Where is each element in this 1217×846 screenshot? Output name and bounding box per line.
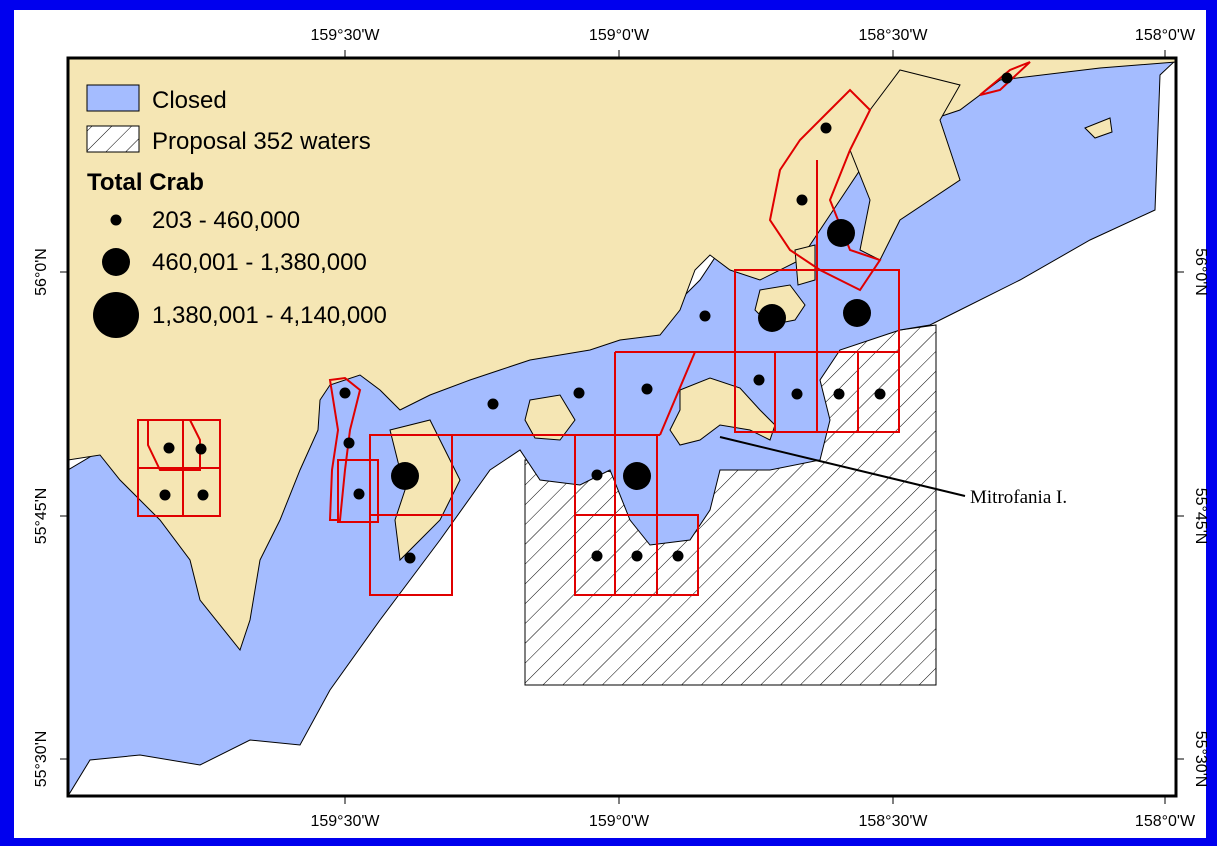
- bottom-tick-4: 158°0'W: [1135, 813, 1196, 830]
- legend-class-3-label: 1,380,001 - 4,140,000: [152, 302, 387, 329]
- land-island-west: [524, 394, 576, 441]
- crab-point-28: [672, 550, 684, 562]
- land-peninsula: [389, 419, 461, 562]
- crab-point-22: [159, 489, 171, 501]
- crab-point-19: [404, 552, 416, 564]
- legend-class-2-label: 460,001 - 1,380,000: [152, 249, 367, 276]
- crab-point-10: [833, 388, 845, 400]
- top-tick-3: 158°30'W: [858, 27, 928, 44]
- crab-point-6: [758, 304, 786, 332]
- crab-point-11: [874, 388, 886, 400]
- legend-class-1-label: 203 - 460,000: [152, 207, 300, 234]
- bottom-tick-3: 158°30'W: [858, 813, 928, 830]
- left-tick-2: 55°45'N: [33, 488, 50, 545]
- crab-point-25: [591, 469, 603, 481]
- land-island-north: [794, 244, 816, 286]
- crab-points-layer: [159, 72, 1013, 564]
- bottom-tick-1: 159°30'W: [310, 813, 380, 830]
- crab-point-18: [353, 488, 365, 500]
- crab-point-16: [343, 437, 355, 449]
- crab-point-20: [163, 442, 175, 454]
- crab-point-9: [791, 388, 803, 400]
- crab-point-8: [753, 374, 765, 386]
- legend: Closed Proposal 352 waters Total Crab 20…: [86, 84, 387, 338]
- right-tick-3: 55°30'N: [1192, 731, 1209, 788]
- crab-point-27: [631, 550, 643, 562]
- land-island-small: [1084, 117, 1113, 139]
- graticule-ticks: [60, 50, 1184, 804]
- right-tick-2: 55°45'N: [1192, 488, 1209, 545]
- map-neatline: [66, 56, 1178, 798]
- crab-point-12: [641, 383, 653, 395]
- right-tick-1: 56°0'N: [1192, 248, 1209, 296]
- crab-point-13: [573, 387, 585, 399]
- crab-point-26: [591, 550, 603, 562]
- crab-point-2: [820, 122, 832, 134]
- legend-title: Total Crab: [87, 169, 204, 196]
- map-area: Mitrofania I.: [68, 58, 1176, 796]
- left-tick-1: 56°0'N: [33, 248, 50, 296]
- legend-small-dot: [110, 214, 122, 226]
- top-tick-1: 159°30'W: [310, 27, 380, 44]
- left-tick-3: 55°30'N: [33, 731, 50, 788]
- crab-point-1: [1001, 72, 1013, 84]
- legend-closed-swatch: [86, 84, 140, 112]
- stat-area-grid: [137, 160, 900, 596]
- crab-point-15: [339, 387, 351, 399]
- crab-point-14: [487, 398, 499, 410]
- crab-point-23: [197, 489, 209, 501]
- top-tick-2: 159°0'W: [589, 27, 650, 44]
- crab-point-4: [827, 219, 855, 247]
- crab-point-17: [391, 462, 419, 490]
- crab-point-3: [796, 194, 808, 206]
- mitrofania-island: [669, 377, 776, 446]
- legend-proposal-label: Proposal 352 waters: [152, 128, 371, 155]
- top-tick-4: 158°0'W: [1135, 27, 1196, 44]
- legend-closed-label: Closed: [152, 87, 227, 114]
- legend-proposal-swatch: [86, 125, 140, 153]
- mitrofania-label: Mitrofania I.: [970, 487, 1067, 508]
- crab-point-24: [623, 462, 651, 490]
- crab-point-21: [195, 443, 207, 455]
- crab-point-5: [843, 299, 871, 327]
- crab-point-7: [699, 310, 711, 322]
- legend-medium-dot: [102, 248, 130, 276]
- legend-large-dot: [93, 292, 139, 338]
- bottom-tick-2: 159°0'W: [589, 813, 650, 830]
- mitrofania-leader-line: [719, 436, 966, 497]
